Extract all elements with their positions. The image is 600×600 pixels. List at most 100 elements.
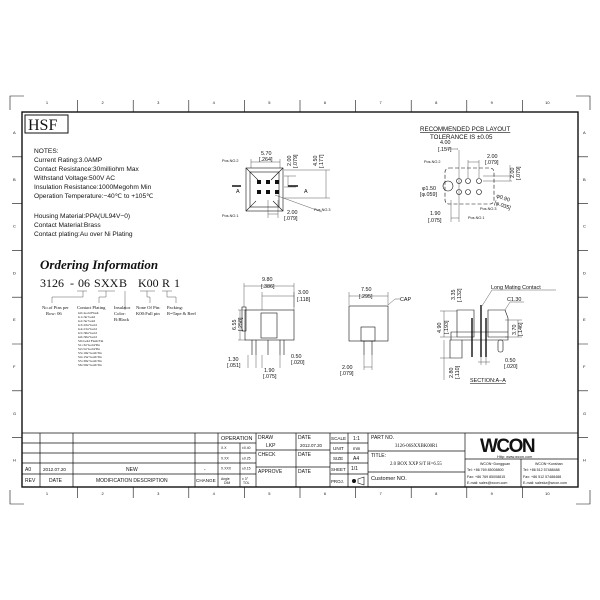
dim-label: 3.70 xyxy=(512,325,518,336)
dim-label: [.110] xyxy=(455,365,461,379)
company-url[interactable]: Http: www.wcon.com xyxy=(497,455,532,459)
note-line: Insulation Resistance:1000Megohm Min xyxy=(34,184,152,191)
column-label: 2 xyxy=(101,491,104,496)
section-label: SECTION:A−A xyxy=(470,378,506,384)
column-label: 9 xyxy=(491,491,494,496)
hsf-label: HSF xyxy=(28,117,57,134)
plating-option: S6=50u"Gold/Tin xyxy=(78,363,102,367)
code-dash: - xyxy=(70,276,74,290)
dim-label: [.075] xyxy=(428,218,442,224)
ordering-legend: No.of Pins per Row: 06 Contact Plating G… xyxy=(42,305,197,367)
front-view: 9.80 [.386] 3.00 [.118] 6.55 [.258] 1.30… xyxy=(227,277,311,380)
tolerance-value: ±0.40 xyxy=(242,446,251,450)
dim-label: 3.35 xyxy=(451,290,457,301)
corner-mark xyxy=(576,95,591,110)
column-label: 6 xyxy=(324,491,327,496)
dim-label: 2.00 xyxy=(287,210,298,216)
tolerance-value: ±0.15 xyxy=(242,467,251,471)
pin-label: K00:Full pin xyxy=(136,311,160,316)
unit-value: mm xyxy=(353,446,361,451)
customer-no-label: Customer NO. xyxy=(371,476,407,482)
material-line: Housing Material:PPA(UL94V−0) xyxy=(34,213,130,220)
column-label: 7 xyxy=(379,491,382,496)
dim-label: [.295] xyxy=(359,294,373,300)
date-label: DATE xyxy=(298,452,312,458)
dim-label: 1.90 xyxy=(430,211,441,217)
plating-option: S5=30u"Gold/Tin xyxy=(78,359,102,363)
dim-label: 6.55 xyxy=(232,320,238,331)
tolerance-value: ±0.25 xyxy=(242,456,251,460)
revision-date: 2012.07.20 xyxy=(43,467,66,472)
tolerance-value: ± 3° xyxy=(242,477,249,481)
dim-label: 4.00 xyxy=(440,140,451,146)
row-label: D xyxy=(13,270,16,275)
dim-label: [.075] xyxy=(263,374,277,380)
date-label: DATE xyxy=(298,435,312,441)
dim-label: 7.50 xyxy=(361,287,372,293)
plating-option: S4=15u"Gold/Tin xyxy=(78,355,102,359)
pos-label: Pos.NO.2 xyxy=(424,160,440,164)
approve-label: APPROVE xyxy=(258,469,283,475)
column-label: 1 xyxy=(46,100,49,105)
unit-label: UNIT xyxy=(333,446,344,451)
dim-label: [φ.059] xyxy=(420,192,437,198)
revision-description: NEW xyxy=(126,467,138,473)
part-no-label: PART NO. xyxy=(371,435,394,441)
column-label: 4 xyxy=(213,491,216,496)
plating-label: Contact Plating xyxy=(77,305,106,310)
revision-rev: A0 xyxy=(25,467,31,473)
plating-option: G0=Gold Flash xyxy=(78,311,99,315)
sheet-value: 1/1 xyxy=(351,466,358,472)
column-label: 7 xyxy=(379,100,382,105)
row-label: H xyxy=(583,458,586,463)
dim-label: [.020] xyxy=(291,360,305,366)
part-no: 3126-06SXXBK00R1 xyxy=(395,444,438,449)
code-series: 3126 xyxy=(40,276,64,290)
dim-label: [.079] xyxy=(340,371,354,377)
dim-label: [.020] xyxy=(504,364,518,370)
row-label: D xyxy=(583,270,586,275)
code-row: S xyxy=(94,276,101,290)
hsf-box xyxy=(24,114,69,134)
column-label: 3 xyxy=(157,100,160,105)
tolerance-dim: Angle xyxy=(221,477,230,481)
pins-label: Row: 06 xyxy=(46,311,62,316)
scale-label: SCALE xyxy=(331,436,346,441)
column-label: 8 xyxy=(435,100,438,105)
corner-mark xyxy=(9,95,24,110)
note-line: Operation Temperature:−40℃ to +105℃ xyxy=(34,193,154,200)
column-label: 5 xyxy=(268,491,271,496)
column-label: 1 xyxy=(46,491,49,496)
dim-label: φ1.50 xyxy=(422,186,436,192)
dim-label: [.193] xyxy=(444,320,450,334)
corner-mark xyxy=(9,490,24,505)
dim-label: 1.30 xyxy=(228,357,239,363)
row-label: C xyxy=(583,224,586,229)
code-pins: 06 xyxy=(78,276,90,290)
office-name: WCON−Dongguan xyxy=(480,462,510,466)
column-label: 3 xyxy=(157,491,160,496)
notes-heading: NOTES: xyxy=(34,148,59,155)
row-label: F xyxy=(583,364,586,369)
header-date: DATE xyxy=(49,478,63,484)
plating-option: G2=5u"Gold xyxy=(78,319,95,323)
dim-label: 2.00 xyxy=(510,168,516,179)
insulator-label: Color: xyxy=(114,311,126,316)
code-plating: XX xyxy=(101,276,119,290)
column-label: 4 xyxy=(213,100,216,105)
part-title: 2.0 BOX XXP S/T H=6.55 xyxy=(390,462,442,467)
row-label: G xyxy=(583,411,586,416)
chamfer-label: C1.30 xyxy=(507,297,521,303)
dim-label: 4.50 xyxy=(313,156,319,167)
check-label: CHECK xyxy=(258,452,276,458)
plating-option: S0=Gold Flash/Tin xyxy=(78,339,104,343)
note-line: Contact Resistance:30milliohm Max xyxy=(34,166,140,173)
dim-label: 2.00 xyxy=(487,154,498,160)
code-pin: K00 xyxy=(138,276,159,290)
code-qty: 1 xyxy=(174,276,180,290)
dim-label: [.146] xyxy=(518,322,524,336)
pcb-layout: RECOMMENDED PCB LAYOUT TOLERANCE IS ±0.0… xyxy=(420,126,522,224)
date-label: DATE xyxy=(298,469,312,475)
